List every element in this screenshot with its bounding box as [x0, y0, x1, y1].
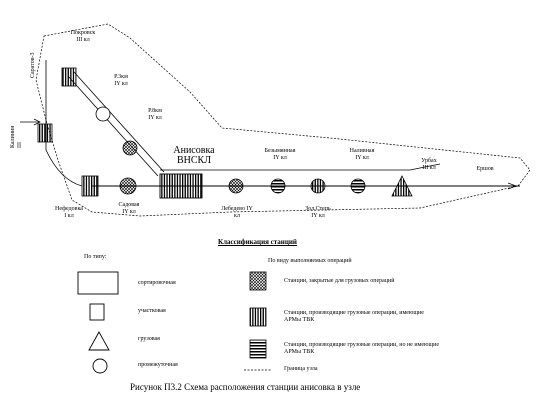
branch-line-a	[67, 75, 159, 177]
by-type-heading: По типу:	[84, 254, 107, 260]
station-anisovka-symbol	[159, 173, 203, 199]
by-operations-heading: По виду выполняемых операций	[268, 258, 352, 264]
legend-sorting-symbol	[77, 271, 119, 295]
urbakh-arrow	[409, 163, 441, 171]
station-pokrovsk-symbol	[61, 67, 77, 87]
kalinin-arrow	[33, 118, 41, 126]
station-urbakh-symbol	[391, 175, 413, 197]
classification-title: Классификация станций	[218, 238, 297, 246]
legend-freight-symbol	[88, 331, 110, 351]
station-lebedevo-symbol	[228, 178, 244, 194]
legend-no-armtvk-symbol	[249, 339, 267, 359]
label-saratov3: Саратов-3	[30, 52, 36, 78]
station-r3km-symbol	[95, 106, 111, 122]
legend-closed-label: Станции, закрытые для грузовых операций	[284, 278, 395, 284]
station-zol-step-symbol	[310, 178, 326, 194]
station-nalivnaya-symbol	[350, 178, 366, 194]
ershov-arrow-icon	[507, 182, 518, 190]
station-kalinin-symbol	[37, 123, 53, 143]
branch-line-b	[73, 71, 165, 173]
figure-caption: Рисунок П3.2 Схема расположения станции …	[130, 382, 361, 392]
legend-district-label: участковая	[138, 308, 166, 314]
legend-armtvk-label: Станции, производящие грузовые операции,…	[284, 310, 424, 323]
legend-no-armtvk-label: Станции, производящие грузовые операции,…	[284, 342, 439, 355]
station-r8km-symbol	[122, 140, 138, 156]
legend-district-symbol	[89, 303, 105, 321]
legend-closed-symbol	[249, 271, 267, 291]
legend-freight-label: грузовая	[138, 336, 160, 342]
station-sadovaya-symbol	[119, 177, 137, 195]
label-ershov: Ершов	[476, 166, 494, 172]
legend-boundary-label: Граница узла	[284, 366, 318, 372]
legend-intermediate-symbol	[92, 358, 108, 374]
legend-armtvk-symbol	[249, 307, 267, 327]
node-boundary	[35, 23, 531, 217]
station-bezymyannaya-symbol	[270, 178, 286, 194]
legend-intermediate-label: промежуточная	[138, 362, 178, 368]
station-nefedovka-symbol	[81, 175, 99, 197]
legend-sorting-label: сортировочная	[138, 280, 176, 286]
west-curve	[45, 149, 83, 187]
